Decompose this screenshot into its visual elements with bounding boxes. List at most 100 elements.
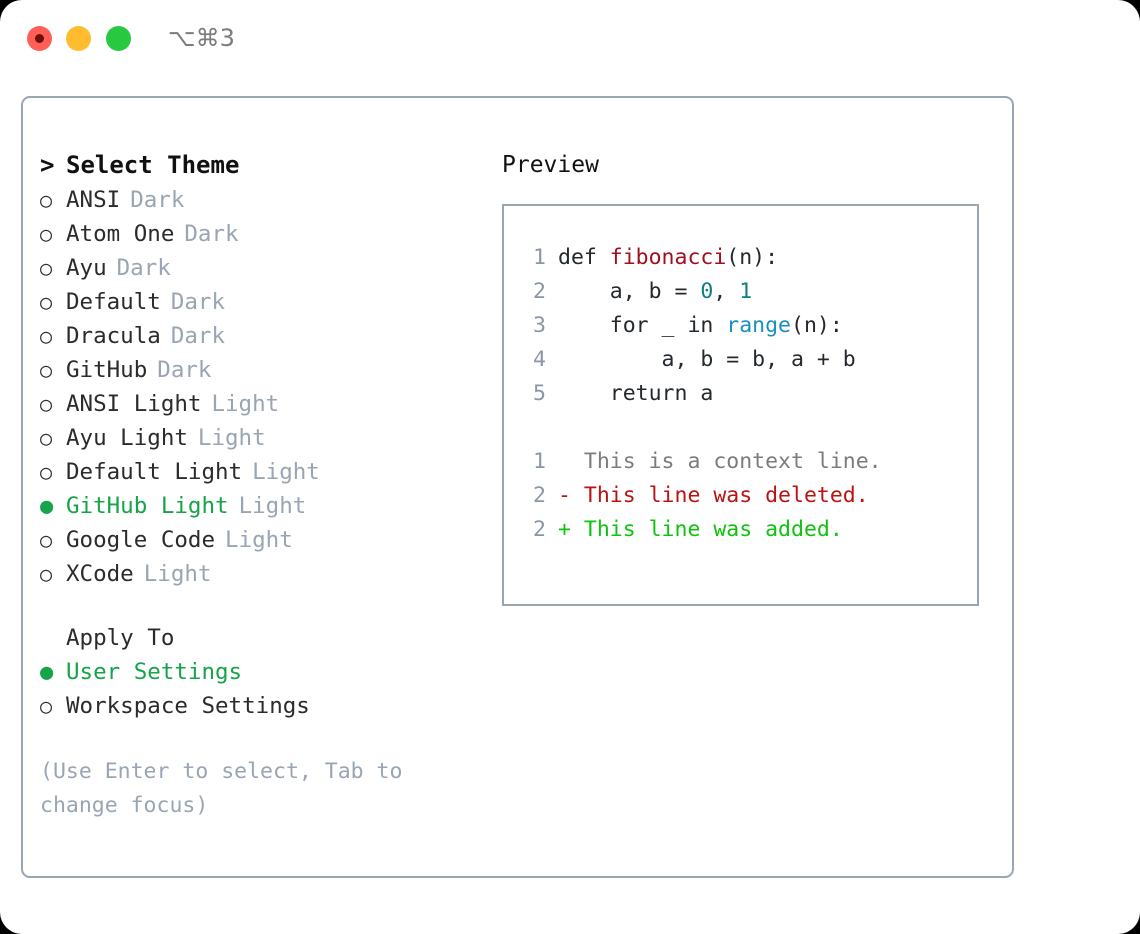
diff-line: 2 - This line was deleted. [524, 479, 969, 513]
theme-option-google-code[interactable]: ○ Google Code Light [40, 523, 480, 557]
theme-appearance-badge: Light [143, 561, 212, 587]
theme-appearance-badge: Dark [184, 221, 239, 247]
theme-option-label: Default Light [66, 459, 243, 485]
code-token: def [558, 245, 610, 270]
theme-option-label: Ayu [66, 255, 107, 281]
theme-appearance-badge: Dark [170, 289, 226, 315]
code-token: 1 [739, 279, 753, 304]
theme-appearance-badge: Light [238, 493, 307, 519]
radio-unselected-icon: ○ [40, 290, 53, 314]
code-line: 5 return a [524, 377, 969, 411]
maximize-window-button[interactable] [106, 26, 131, 51]
code-blank-line [524, 411, 969, 445]
code-line: 3 for _ in range(n): [524, 309, 969, 343]
code-token: , [713, 279, 740, 304]
theme-option-atom-one[interactable]: ○ Atom One Dark [40, 217, 480, 251]
theme-option-github[interactable]: ○ GitHub Dark [40, 353, 480, 387]
keyboard-hint-text: (Use Enter to select, Tab to change focu… [40, 759, 403, 818]
radio-unselected-icon: ○ [40, 426, 53, 450]
theme-option-ansi-light[interactable]: ○ ANSI Light Light [40, 387, 480, 421]
radio-unselected-icon: ○ [40, 392, 53, 416]
close-window-button[interactable] [27, 26, 52, 51]
apply-to-heading: Apply To [40, 621, 480, 655]
radio-unselected-icon: ○ [40, 460, 53, 484]
theme-appearance-badge: Dark [116, 255, 171, 281]
diff-line: 1 This is a context line. [524, 445, 969, 479]
code-token: for _ in [558, 313, 727, 338]
code-token: a, b = [558, 279, 701, 304]
theme-option-default[interactable]: ○ Default Dark [40, 285, 480, 319]
code-line-number: 3 [533, 313, 546, 338]
preview-heading: Preview [502, 152, 599, 178]
minimize-window-button[interactable] [66, 26, 91, 51]
window-title: ⌥⌘3 [168, 24, 235, 52]
theme-appearance-badge: Light [211, 391, 280, 417]
diff-line-text: - This line was deleted. [558, 483, 869, 508]
code-token: a, b = b, a + b [558, 347, 856, 372]
radio-unselected-icon: ○ [40, 324, 53, 348]
code-line: 4 a, b = b, a + b [524, 343, 969, 377]
diff-line: 2 + This line was added. [524, 513, 969, 547]
diff-line-number: 2 [533, 517, 546, 542]
diff-line-text: This is a context line. [558, 449, 882, 474]
code-token: (n): [726, 245, 779, 270]
radio-unselected-icon: ○ [40, 528, 53, 552]
code-token: (n): [791, 313, 843, 338]
code-line: 2 a, b = 0, 1 [524, 275, 969, 309]
apply-to-option-label: User Settings [66, 659, 243, 685]
code-token: fibonacci [609, 245, 727, 270]
theme-appearance-badge: Dark [130, 187, 185, 213]
theme-option-default-light[interactable]: ○ Default Light Light [40, 455, 480, 489]
select-theme-heading-label: Select Theme [66, 151, 240, 179]
code-line-number: 2 [533, 279, 546, 304]
select-theme-heading: > Select Theme [40, 147, 480, 183]
code-line-number: 4 [533, 347, 546, 372]
theme-option-ansi[interactable]: ○ ANSI Dark [40, 183, 480, 217]
radio-unselected-icon: ○ [40, 188, 53, 212]
theme-appearance-badge: Light [252, 459, 320, 485]
theme-option-label: GitHub [66, 357, 148, 383]
code-token: 0 [700, 279, 714, 304]
heading-prompt-caret: > [40, 151, 55, 179]
radio-unselected-icon: ○ [40, 358, 53, 382]
code-token: range [726, 313, 792, 338]
theme-option-label: Atom One [66, 221, 175, 247]
theme-option-dracula[interactable]: ○ Dracula Dark [40, 319, 480, 353]
apply-to-option-user-settings[interactable]: ●User Settings [40, 655, 480, 689]
code-line-number: 5 [533, 381, 546, 406]
theme-option-label: Google Code [66, 527, 216, 553]
diff-line-number: 2 [533, 483, 546, 508]
radio-unselected-icon: ○ [40, 256, 53, 280]
apply-to-option-label: Workspace Settings [66, 693, 310, 719]
theme-appearance-badge: Dark [170, 323, 226, 349]
radio-unselected-icon: ○ [40, 694, 53, 718]
apply-to-section: Apply To ●User Settings ○ Workspace Settin… [40, 621, 480, 723]
apply-to-heading-label: Apply To [66, 625, 175, 651]
apply-to-list[interactable]: ●User Settings ○ Workspace Settings [40, 655, 480, 723]
radio-unselected-icon: ○ [40, 222, 53, 246]
diff-line-number: 1 [533, 449, 546, 474]
radio-unselected-icon: ○ [40, 562, 53, 586]
theme-option-label: ANSI [66, 187, 121, 213]
theme-option-label: Dracula [66, 323, 161, 349]
diff-line-text: + This line was added. [558, 517, 843, 542]
apply-to-option-workspace-settings[interactable]: ○ Workspace Settings [40, 689, 480, 723]
theme-appearance-badge: Light [225, 527, 293, 553]
theme-option-label: GitHub Light [66, 493, 229, 519]
theme-option-ayu[interactable]: ○ Ayu Dark [40, 251, 480, 285]
theme-option-label: ANSI Light [66, 391, 202, 417]
theme-option-label: Default [66, 289, 161, 315]
code-token: return a [558, 381, 714, 406]
theme-appearance-badge: Dark [157, 357, 212, 383]
